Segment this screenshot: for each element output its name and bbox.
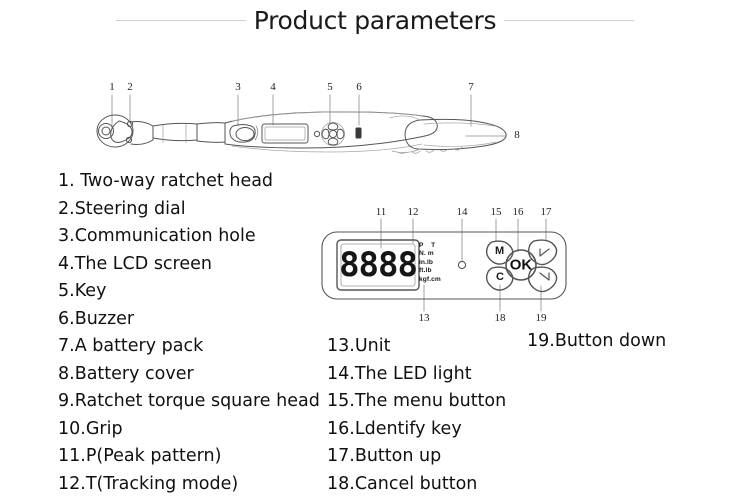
callout-3: 3 [235, 81, 241, 93]
unit-label-inlb: in.lb [419, 258, 434, 266]
callout-5: 5 [327, 81, 333, 93]
lcd-display-value: 8888 [339, 243, 418, 287]
list-item: 8.Battery cover [58, 363, 194, 384]
callout-15: 15 [490, 206, 502, 218]
callout-2: 2 [127, 81, 133, 93]
spec-list-left: 1. Two-way ratchet head 2.Steering dial … [58, 168, 320, 498]
spec-list-right: 13.Unit 14.The LED light 15.The menu but… [327, 333, 506, 498]
callout-14: 14 [456, 206, 468, 218]
callout-4: 4 [270, 81, 276, 93]
title-rule-left [115, 19, 246, 21]
list-item: 16.Ldentify key [327, 418, 462, 439]
callout-12: 12 [407, 206, 419, 218]
list-item: 6.Buzzer [58, 308, 135, 329]
seven-segment-digits: 8888 [339, 245, 418, 285]
unit-label-pt: P T [419, 242, 436, 249]
callout-18: 18 [494, 312, 506, 324]
list-item: 4.The LCD screen [58, 253, 212, 274]
page-header: Product parameters [0, 0, 750, 40]
list-item: 3.Communication hole [58, 226, 256, 246]
list-item: 18.Cancel button [327, 473, 478, 494]
list-item: 14.The LED light [327, 363, 472, 384]
list-item: 13.Unit [327, 336, 391, 356]
unit-label-nm: N. m [419, 250, 434, 258]
cancel-button-label[interactable]: C [496, 271, 504, 283]
callout-8: 8 [514, 129, 520, 141]
unit-label-kgfcm: kgf.cm [419, 275, 441, 283]
list-item: 5.Key [58, 281, 107, 301]
list-item: 2.Steering dial [58, 198, 186, 219]
unit-label-ftlb: ft.lb [419, 267, 432, 275]
callout-1: 1 [109, 81, 115, 93]
list-item: 15.The menu button [327, 391, 507, 411]
spec-list-extra: 19.Button down [527, 328, 666, 356]
list-item: 9.Ratchet torque square head [58, 391, 320, 411]
list-item: 10.Grip [58, 418, 123, 439]
list-item: 1. Two-way ratchet head [58, 171, 274, 191]
list-item: 7.A battery pack [58, 336, 204, 356]
list-item: 17.Button up [327, 446, 442, 466]
title-rule-right [504, 19, 635, 21]
callout-13: 13 [418, 312, 430, 324]
callout-16: 16 [512, 206, 524, 218]
ok-button-label[interactable]: OK [509, 256, 533, 274]
page-title: Product parameters [253, 5, 497, 35]
callout-11: 11 [375, 206, 387, 218]
menu-button-label[interactable]: M [495, 245, 505, 257]
callout-17: 17 [540, 206, 552, 218]
list-item: 11.P(Peak pattern) [58, 446, 222, 466]
unit-label-stack: P T N. m in.lb ft.lb kgf.cm [419, 242, 441, 284]
callout-19: 19 [535, 312, 547, 324]
callout-6: 6 [356, 81, 362, 93]
list-item: 12.T(Tracking mode) [58, 473, 239, 494]
list-item: 19.Button down [527, 331, 667, 351]
callout-7: 7 [468, 81, 474, 93]
